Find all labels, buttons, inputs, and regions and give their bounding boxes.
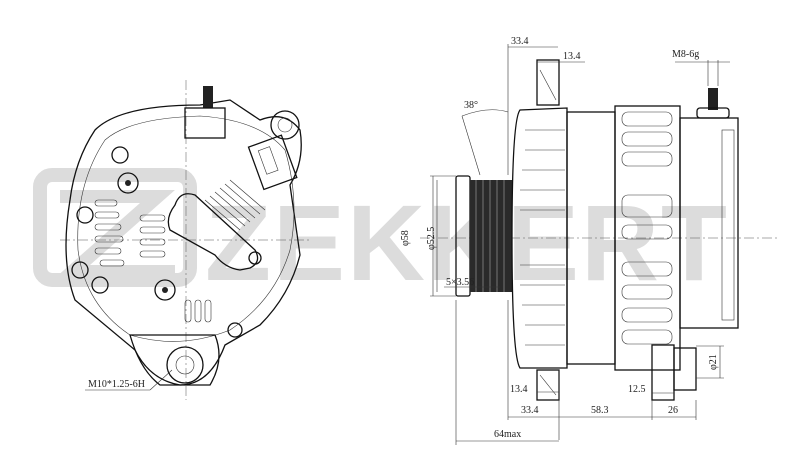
front-fins: [520, 129, 565, 346]
heat-fins: [204, 179, 266, 231]
dim-grooves: 5×3.56: [446, 277, 474, 288]
vent-slots: [94, 199, 212, 323]
dim-bottom-33-4: 33.4: [521, 405, 539, 416]
dim-pulley-max: 64max: [494, 429, 521, 440]
dim-top-13-4: 13.4: [563, 51, 581, 62]
dim-diameter-58: φ58: [400, 230, 411, 246]
dim-thread-m8: M8-6g: [672, 49, 699, 60]
dim-diameter-21: φ21: [708, 354, 719, 370]
dim-bottom-58-3: 58.3: [591, 405, 609, 416]
dim-bottom-26: 26: [668, 405, 678, 416]
thread-label: M10*1.25-6H: [88, 379, 145, 390]
dim-bottom-12-5: 12.5: [628, 384, 646, 395]
dim-diameter-52-5: φ52.5: [426, 227, 437, 250]
rear-fins: [621, 111, 673, 345]
dim-angle-38: 38°: [464, 100, 478, 111]
watermark-logo-icon: [33, 168, 197, 287]
dim-top-33-4: 33.4: [511, 36, 529, 47]
dim-bottom-13-4: 13.4: [510, 384, 528, 395]
pulley-grooves: [470, 180, 512, 292]
